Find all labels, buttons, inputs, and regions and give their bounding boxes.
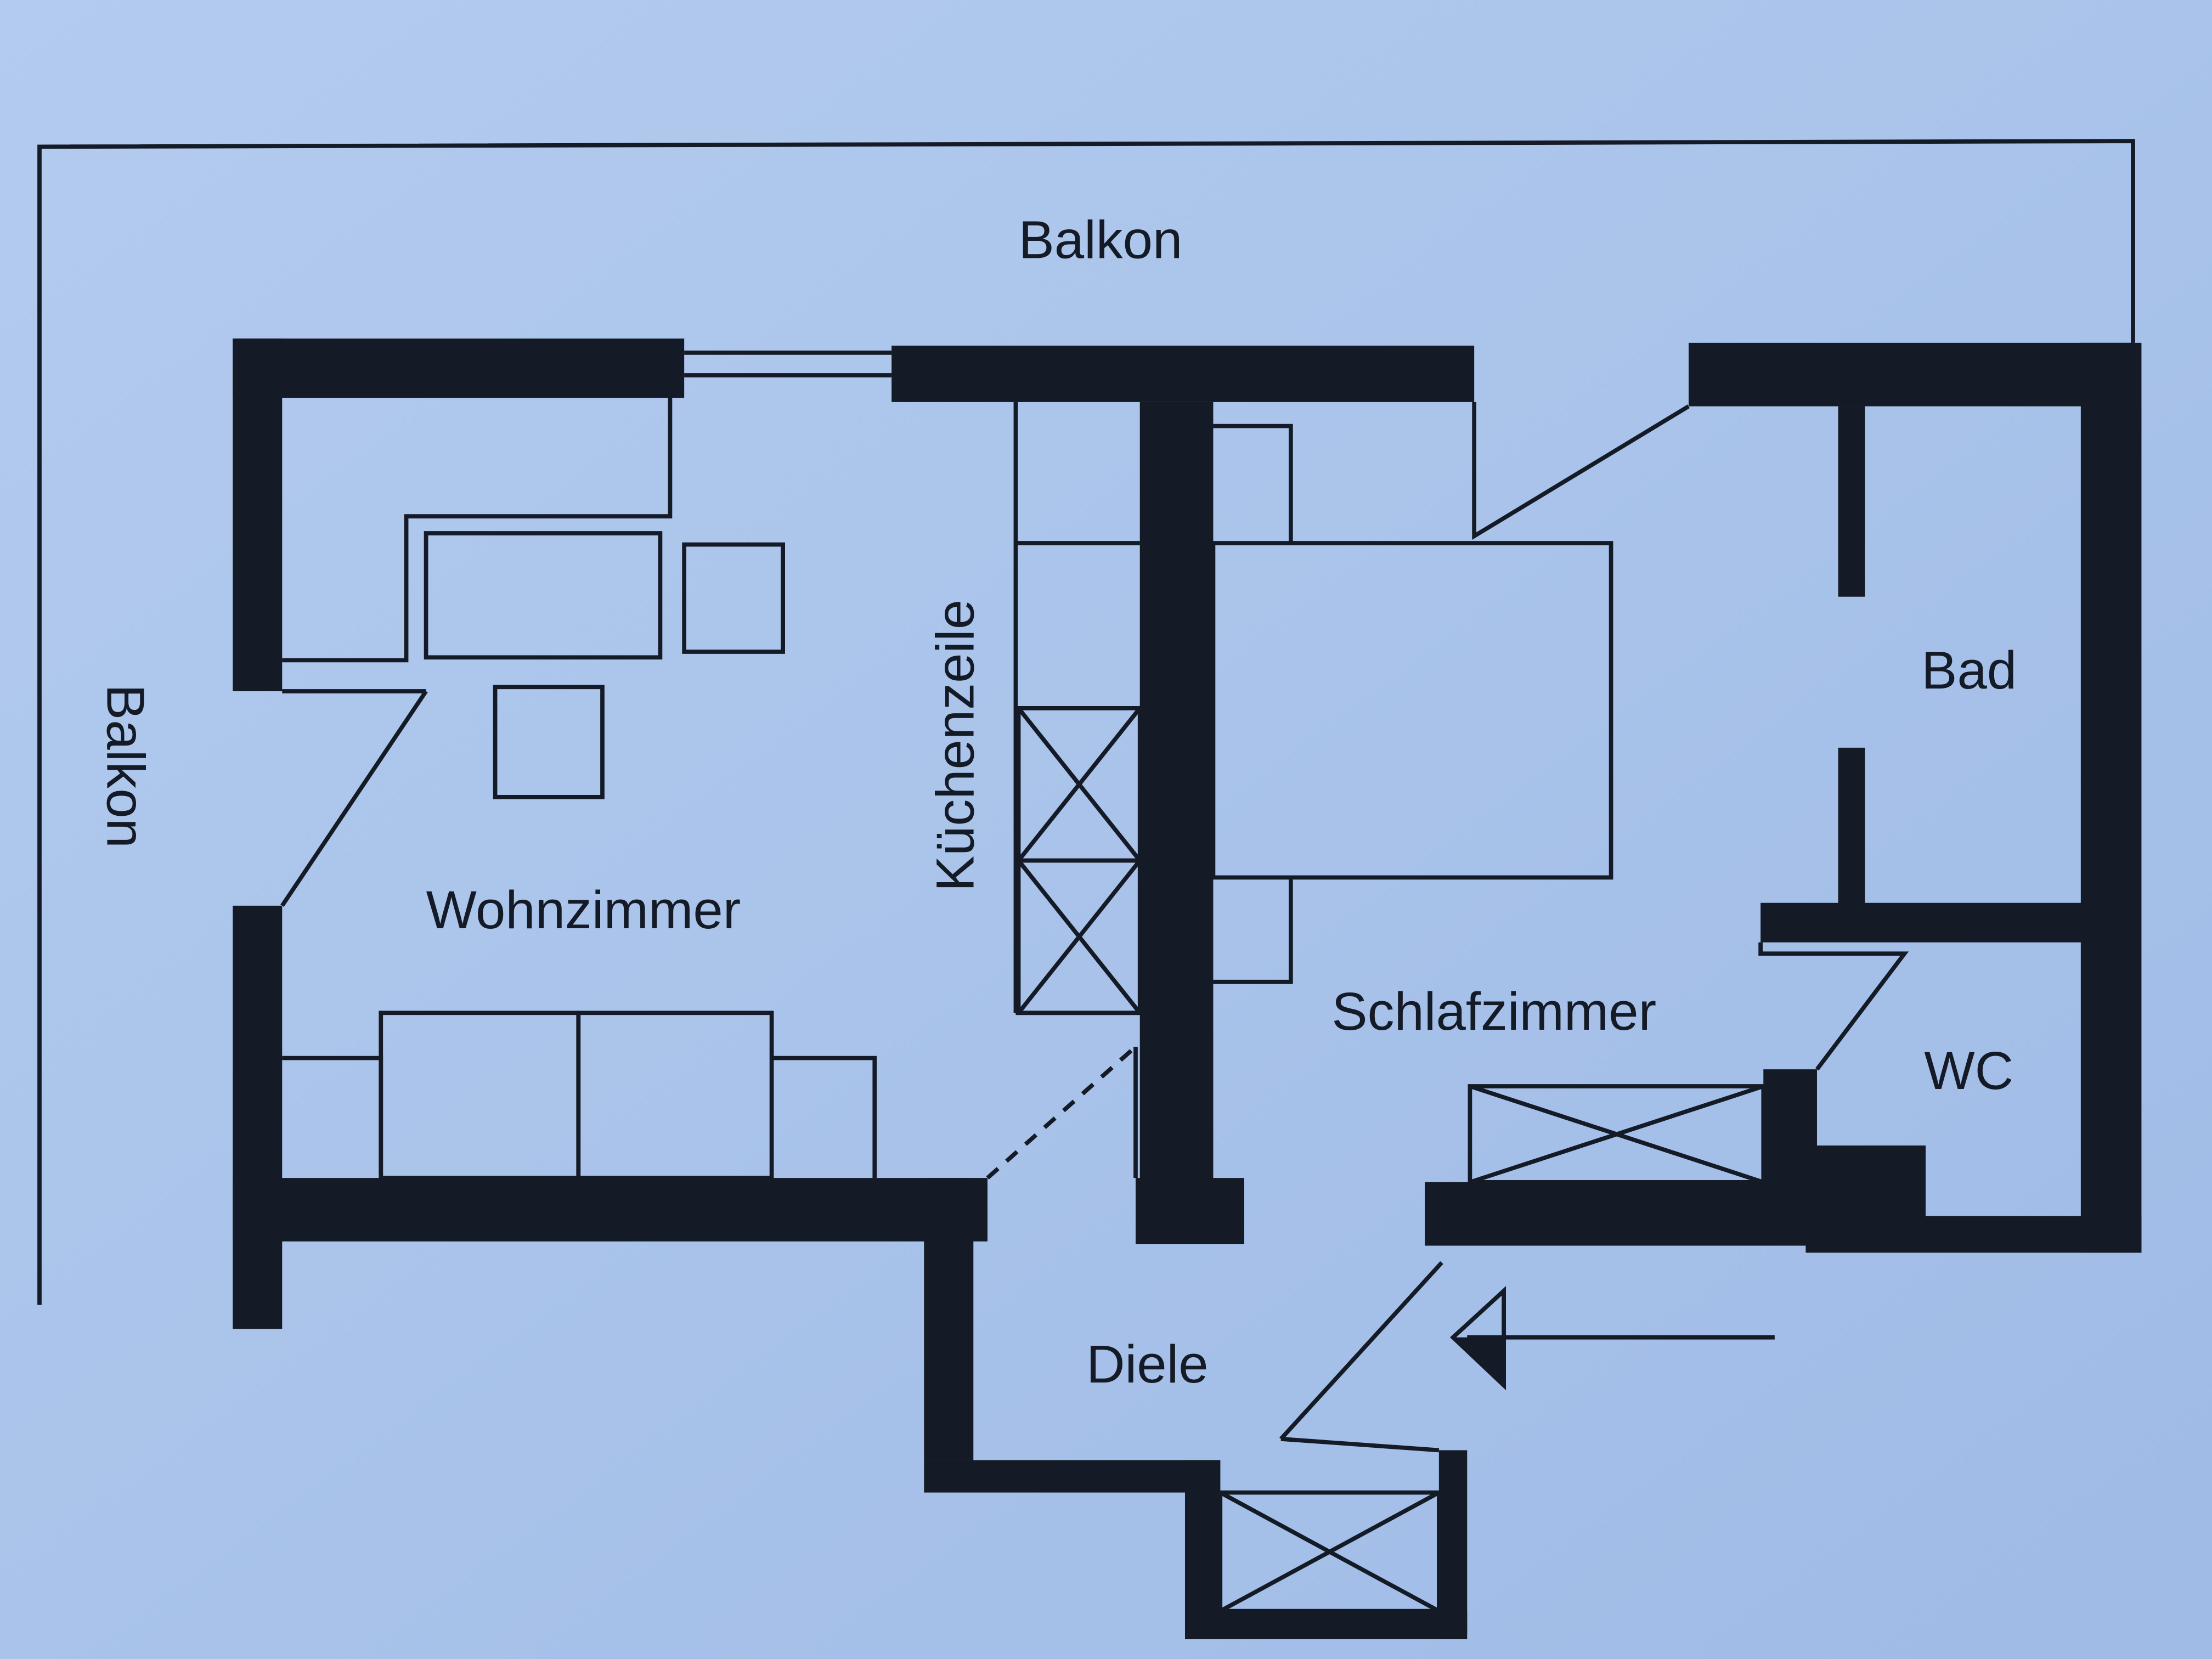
- fixtures: [280, 351, 1909, 1613]
- label-living-room: Wohnzimmer: [426, 880, 741, 940]
- label-bathroom: Bad: [1921, 640, 2017, 700]
- walls: [233, 338, 2142, 1639]
- label-bedroom: Schlafzimmer: [1331, 981, 1656, 1041]
- label-toilet: WC: [1924, 1041, 2013, 1101]
- entry-arrow-icon: [1449, 1286, 1775, 1391]
- balcony-outline: [37, 139, 2135, 1305]
- label-hallway: Diele: [1086, 1334, 1209, 1394]
- label-balcony-top: Balkon: [1019, 210, 1183, 270]
- label-kitchenette: Küchenzeile: [925, 600, 985, 891]
- label-balcony-left: Balkon: [95, 684, 155, 848]
